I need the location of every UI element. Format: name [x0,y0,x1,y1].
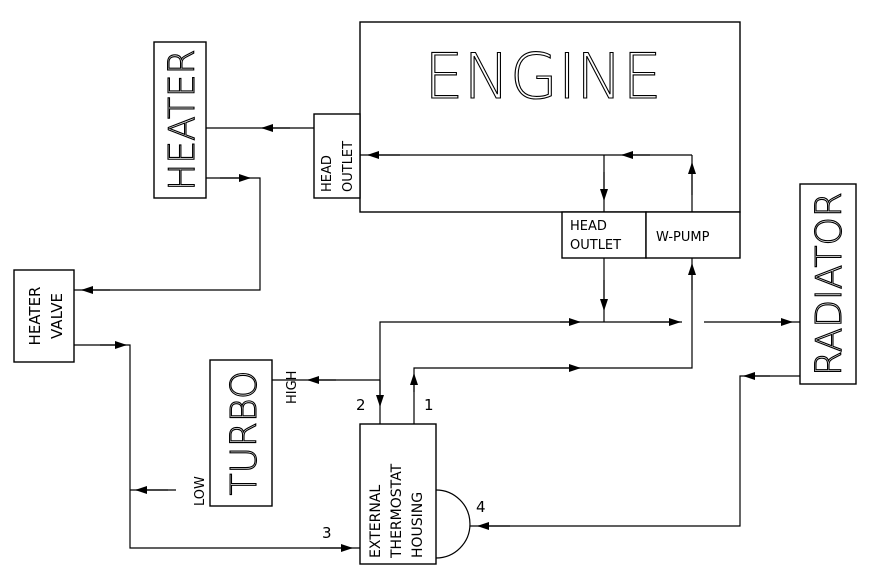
flow-radiator-to-port-4 [470,375,800,527]
flow-lines [74,124,800,552]
low-label: LOW [193,476,208,506]
heater-valve-line2: VALVE [48,293,66,339]
heater-valve-box: HEATER VALVE [13,269,75,363]
thermostat-housing-box: EXTERNAL THERMOSTAT HOUSING [359,423,471,565]
port-1-label: 1 [424,396,434,414]
turbo-label: TURBO [224,371,265,496]
head-outlet-left-box: HEAD OUTLET [313,113,361,199]
heater-valve-line1: HEATER [26,287,44,346]
engine-label: ENGINE [424,40,661,113]
radiator-box: RADIATOR [799,183,857,385]
port-3-label: 3 [322,524,332,542]
head-outlet-left-line1: HEAD [320,155,335,192]
port-4-label: 4 [476,498,486,516]
head-outlet-bottom-line1: HEAD [570,219,607,234]
heater-box: HEATER [153,41,207,199]
port-2-label: 2 [356,396,366,414]
head-outlet-bottom-line2: OUTLET [570,238,621,253]
thermostat-line2: THERMOSTAT [389,463,405,559]
thermostat-line3: HOUSING [410,492,426,558]
engine-block: ENGINE [359,21,741,213]
thermostat-bypass-bulge [435,489,471,559]
thermostat-line1: EXTERNAL [368,485,384,558]
water-pump-box: W-PUMP [645,211,741,259]
water-pump-label: W-PUMP [656,230,710,245]
radiator-label: RADIATOR [809,192,850,376]
heater-label: HEATER [162,49,203,190]
high-label: HIGH [285,371,300,404]
head-outlet-left-line2: OUTLET [341,141,356,192]
turbo-box: TURBO [209,359,273,507]
flow-port-1-to-pump [413,258,693,424]
head-outlet-bottom-box: HEAD OUTLET [561,211,647,259]
